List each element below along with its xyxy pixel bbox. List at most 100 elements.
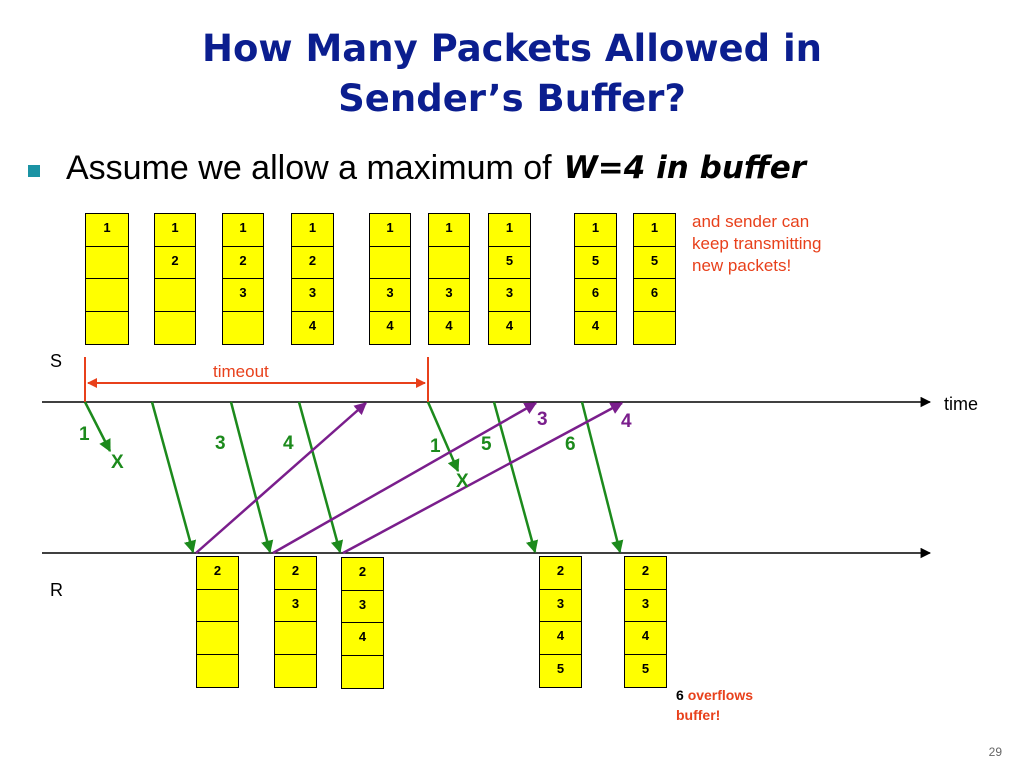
buffer-slot xyxy=(85,245,129,280)
packet-label-3: 3 xyxy=(215,433,226,454)
buffer-slot: 4 xyxy=(369,310,411,345)
buffer-slot: 6 xyxy=(574,278,617,312)
note-line-2: keep transmitting xyxy=(692,234,822,253)
buffer-slot: 5 xyxy=(633,245,676,280)
packet-5-arrow xyxy=(492,401,539,554)
buffer-slot xyxy=(428,245,470,280)
buffer-slot: 2 xyxy=(196,556,239,590)
buffer-slot xyxy=(341,654,384,689)
buffer-slot xyxy=(274,621,317,655)
buffer-slot: 1 xyxy=(291,213,334,247)
transmit-note: and sender can keep transmitting new pac… xyxy=(692,211,821,277)
sender-label: S xyxy=(50,351,63,371)
ack-2-arrow xyxy=(272,401,538,555)
buffer-slot: 1 xyxy=(574,213,617,247)
buffer-slot xyxy=(196,588,239,623)
buffer-slot: 4 xyxy=(574,310,617,345)
packet-3-arrow xyxy=(229,401,274,554)
buffer-slot: 2 xyxy=(539,556,582,590)
sender-buffer-8: 1 5 6 4 xyxy=(574,213,617,345)
overflow-line-2: buffer! xyxy=(676,707,721,723)
buffer-slot: 2 xyxy=(291,245,334,280)
buffer-slot: 3 xyxy=(274,588,317,623)
sender-buffer-7: 1 5 3 4 xyxy=(488,213,531,345)
receiver-label: R xyxy=(50,580,63,600)
buffer-slot: 6 xyxy=(633,278,676,312)
note-line-3: new packets! xyxy=(692,256,792,275)
receiver-buffer-1: 2 xyxy=(196,556,239,688)
packet-label-4: 4 xyxy=(283,433,294,454)
overflow-packet-number: 6 xyxy=(676,687,684,703)
buffer-slot: 4 xyxy=(488,310,531,345)
sender-buffer-6: 1 3 4 xyxy=(428,213,470,345)
bullet-point: Assume we allow a maximum of W=4 in buff… xyxy=(28,146,806,190)
buffer-slot: 2 xyxy=(341,557,384,591)
packet-label-6: 6 xyxy=(565,434,576,455)
buffer-slot: 2 xyxy=(624,556,667,590)
packet-4-arrow xyxy=(297,401,344,554)
buffer-slot xyxy=(633,310,676,345)
buffer-slot xyxy=(274,653,317,688)
receiver-buffer-2: 2 3 xyxy=(274,556,317,688)
buffer-slot: 3 xyxy=(488,278,531,312)
buffer-slot: 4 xyxy=(341,622,384,656)
loss-mark-2: X xyxy=(456,471,469,492)
note-line-1: and sender can xyxy=(692,212,810,231)
buffer-slot: 1 xyxy=(633,213,676,247)
bullet-emphasis: W=4 in buffer xyxy=(563,150,807,186)
ack-label-4: 4 xyxy=(621,411,632,432)
ack-1-arrow xyxy=(195,402,367,554)
lost-packet-1-retransmit-arrow xyxy=(426,401,460,473)
buffer-slot: 2 xyxy=(154,245,196,280)
title-line-1: How Many Packets Allowed in xyxy=(202,27,822,70)
page-title: How Many Packets Allowed in Sender’s Buf… xyxy=(0,24,1024,124)
buffer-slot: 4 xyxy=(624,621,667,655)
buffer-slot xyxy=(85,310,129,345)
buffer-slot: 4 xyxy=(428,310,470,345)
timeout-label: timeout xyxy=(213,362,269,381)
bullet-text: Assume we allow a maximum of xyxy=(66,148,552,187)
buffer-slot xyxy=(222,310,264,345)
buffer-slot: 5 xyxy=(574,245,617,280)
buffer-slot: 5 xyxy=(539,653,582,688)
overflow-line-1: overflows xyxy=(687,687,754,703)
loss-mark-1: X xyxy=(111,452,124,473)
sender-buffer-2: 1 2 xyxy=(154,213,196,345)
sender-buffer-1: 1 xyxy=(85,213,129,345)
packet-label-1-retransmit: 1 xyxy=(430,436,441,457)
receiver-buffer-4: 2 3 4 5 xyxy=(539,556,582,688)
buffer-slot: 1 xyxy=(154,213,196,247)
buffer-slot: 2 xyxy=(274,556,317,590)
receiver-buffer-3: 2 3 4 xyxy=(341,557,384,689)
buffer-slot: 4 xyxy=(291,310,334,345)
buffer-slot xyxy=(196,653,239,688)
packet-label-5: 5 xyxy=(481,434,492,455)
time-axis-label: time xyxy=(944,394,979,414)
overflow-note: 6 overflows buffer! xyxy=(676,685,753,725)
sender-buffer-5: 1 3 4 xyxy=(369,213,411,345)
buffer-slot: 3 xyxy=(624,588,667,623)
buffer-slot xyxy=(85,278,129,312)
buffer-slot: 3 xyxy=(341,589,384,624)
ack-3-arrow xyxy=(342,401,624,555)
buffer-slot: 3 xyxy=(539,588,582,623)
buffer-slot: 3 xyxy=(222,278,264,312)
lost-packet-1-arrow xyxy=(83,401,112,453)
buffer-slot: 3 xyxy=(291,278,334,312)
buffer-slot: 1 xyxy=(222,213,264,247)
buffer-slot: 2 xyxy=(222,245,264,280)
buffer-slot: 5 xyxy=(624,653,667,688)
receiver-buffer-5: 2 3 4 5 xyxy=(624,556,667,688)
sender-buffer-3: 1 2 3 xyxy=(222,213,264,345)
page-number: 29 xyxy=(988,745,1002,759)
sender-buffer-4: 1 2 3 4 xyxy=(291,213,334,345)
packet-6-arrow xyxy=(580,401,624,554)
buffer-slot: 1 xyxy=(369,213,411,247)
packet-2-arrow xyxy=(150,401,197,554)
buffer-slot: 4 xyxy=(539,621,582,655)
title-line-2: Sender’s Buffer? xyxy=(338,77,686,120)
sender-buffer-9: 1 5 6 xyxy=(633,213,676,345)
packet-label-1: 1 xyxy=(79,424,90,445)
buffer-slot xyxy=(154,310,196,345)
